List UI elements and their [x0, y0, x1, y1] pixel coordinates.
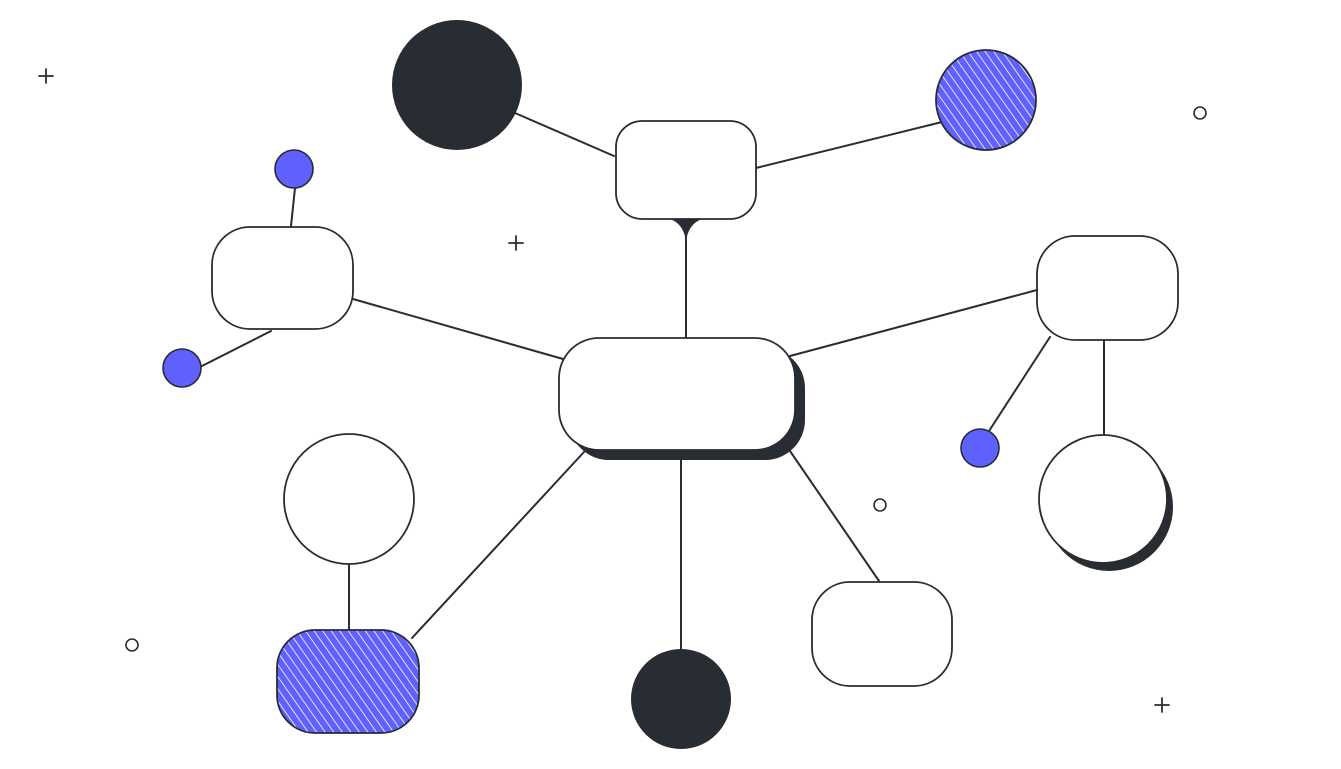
- nodes: [162, 20, 1179, 749]
- left-dot-upper-node[interactable]: [274, 149, 314, 189]
- edge-center-bottom-right-box: [789, 450, 880, 582]
- edge-top-box-hatched-circle: [755, 121, 943, 169]
- right-dot-node[interactable]: [960, 428, 1000, 468]
- edge-right-box-dot: [988, 336, 1051, 432]
- bottom-left-hatched-box-node[interactable]: [276, 629, 420, 734]
- left-dot-lower-node[interactable]: [162, 348, 202, 388]
- bottom-left-circle-node[interactable]: [283, 433, 415, 565]
- edge-center-left-box: [352, 298, 564, 360]
- bottom-right-box-node[interactable]: [811, 581, 953, 687]
- right-box-node[interactable]: [1036, 235, 1179, 341]
- ring-mark: [125, 638, 139, 652]
- plus-mark: [38, 68, 54, 84]
- edge-center-right-box: [789, 289, 1038, 357]
- bottom-dark-circle-node[interactable]: [631, 649, 731, 749]
- top-hatched-circle-node[interactable]: [935, 49, 1037, 151]
- plus-mark: [508, 235, 524, 251]
- edges: [199, 112, 1105, 650]
- decorations: [38, 68, 1207, 713]
- edge-center-hatched-box: [411, 451, 585, 639]
- plus-mark: [1154, 697, 1170, 713]
- ring-mark: [873, 498, 887, 512]
- right-circle-node[interactable]: [1038, 434, 1173, 571]
- top-box-node[interactable]: [615, 120, 757, 220]
- edge-top-box-dark-circle: [514, 112, 615, 157]
- edge-notch-top-box: [670, 219, 702, 242]
- ring-mark: [1193, 106, 1207, 120]
- edge-left-box-dot-upper: [290, 187, 296, 227]
- left-box-node[interactable]: [211, 226, 354, 330]
- edge-left-box-dot-lower: [199, 330, 272, 368]
- center-node[interactable]: [558, 337, 805, 460]
- top-dark-circle-node[interactable]: [392, 20, 522, 150]
